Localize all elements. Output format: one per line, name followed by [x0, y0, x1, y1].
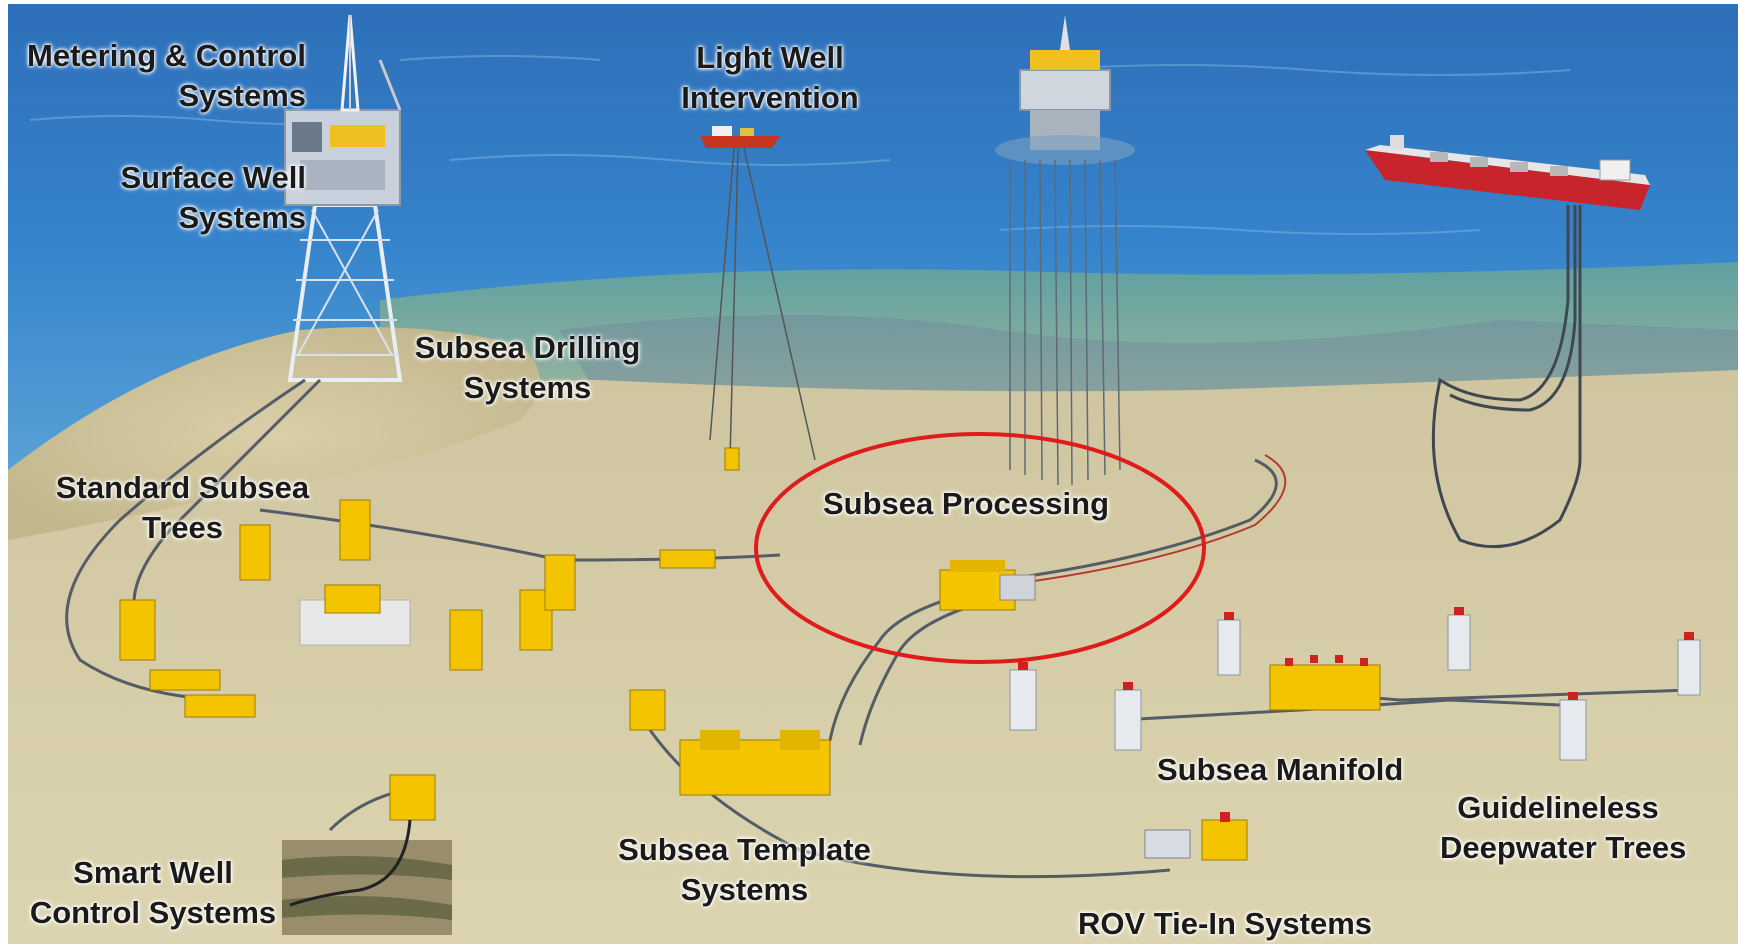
subsea-manifold — [1269, 655, 1381, 711]
flowline — [1004, 454, 1287, 586]
fpso-ship — [1365, 135, 1650, 549]
seabed-mound — [8, 327, 540, 540]
highlight-circle — [754, 432, 1206, 664]
guidelineless-tree — [1009, 607, 1701, 761]
shelf-slope — [380, 262, 1738, 420]
label-subsea-manifold: Subsea Manifold — [1157, 752, 1404, 787]
subsea-template — [629, 689, 831, 796]
rov-vehicle — [1144, 812, 1248, 861]
label-subsea-processing: Subsea Processing — [823, 486, 1110, 521]
tension-leg-platform — [995, 15, 1135, 486]
subsea-processing-module — [939, 560, 1036, 611]
subsea-tree — [119, 447, 740, 718]
intervention-vessel — [700, 126, 816, 461]
label-rov-tie-in: ROV Tie-In Systems — [1078, 906, 1373, 941]
seabed — [8, 370, 1738, 944]
smart-well-block — [282, 774, 452, 935]
fixed-platform — [284, 14, 403, 382]
